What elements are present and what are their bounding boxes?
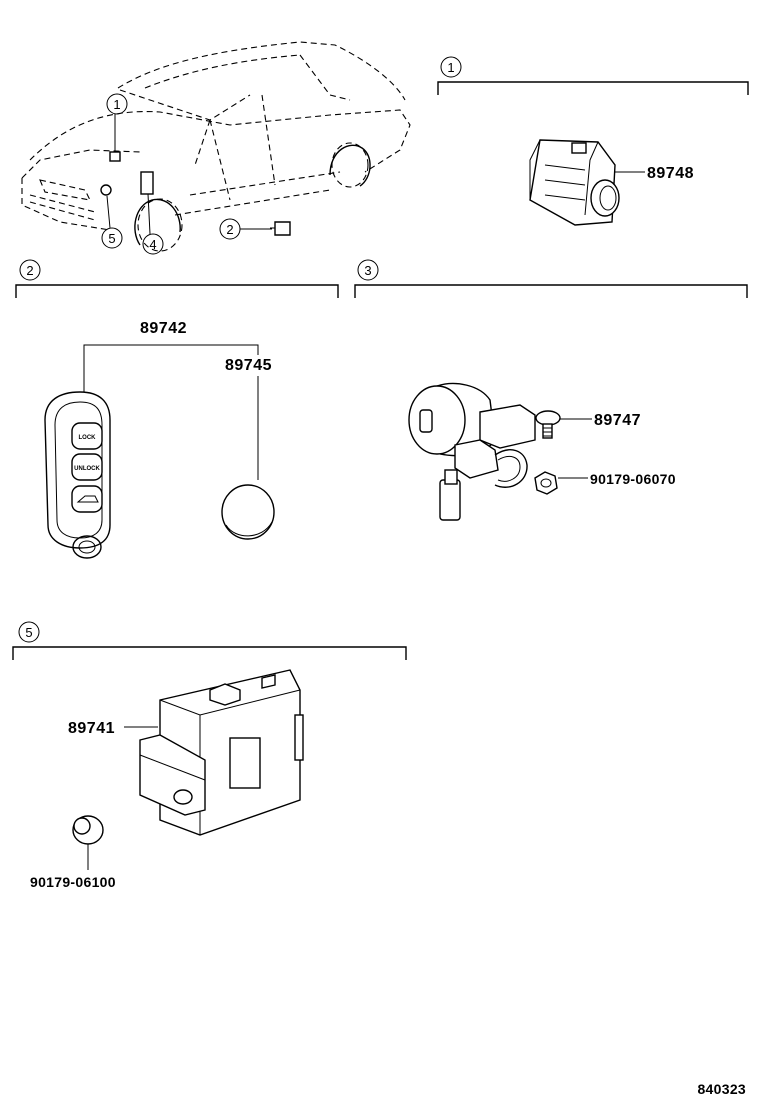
car-part-2-marker bbox=[274, 221, 291, 236]
actuator-drawing bbox=[408, 382, 536, 521]
car-part-4-marker bbox=[140, 171, 154, 195]
car-overview bbox=[21, 41, 411, 252]
car-part-5-marker bbox=[100, 184, 112, 196]
key-fob-drawing: LOCK UNLOCK bbox=[44, 391, 111, 559]
trunk-icon bbox=[76, 495, 99, 503]
car-part-1-marker bbox=[109, 151, 121, 162]
car-callout-5: 5 bbox=[101, 195, 123, 249]
svg-text:5: 5 bbox=[25, 625, 32, 640]
svg-text:1: 1 bbox=[113, 97, 120, 112]
ecu-89741-drawing bbox=[139, 669, 304, 836]
lock-button-label: LOCK bbox=[79, 435, 97, 441]
svg-text:5: 5 bbox=[108, 231, 115, 246]
svg-text:3: 3 bbox=[364, 263, 371, 278]
part-number-90179-06100: 90179-06100 bbox=[30, 874, 116, 890]
part-number-89742: 89742 bbox=[140, 320, 187, 337]
car-callout-2: 2 bbox=[219, 218, 272, 240]
part-number-89748: 89748 bbox=[647, 165, 694, 182]
car-callout-1: 1 bbox=[106, 93, 128, 152]
svg-text:2: 2 bbox=[226, 222, 233, 237]
part-number-89745: 89745 bbox=[225, 357, 272, 374]
part-number-89747: 89747 bbox=[594, 412, 641, 429]
section-1: 1 89748 bbox=[437, 56, 749, 226]
battery-89745-drawing bbox=[221, 484, 275, 540]
section-3: 3 89747 90179-06070 bbox=[354, 259, 748, 521]
svg-text:1: 1 bbox=[447, 60, 454, 75]
part-number-89741: 89741 bbox=[68, 720, 115, 737]
diagram-id: 840323 bbox=[697, 1081, 746, 1097]
switch-89748-drawing bbox=[529, 139, 620, 226]
svg-text:2: 2 bbox=[26, 263, 33, 278]
section-2: 2 89742 89745 LOCK UNLOCK bbox=[15, 259, 339, 559]
svg-text:4: 4 bbox=[149, 237, 156, 252]
unlock-button-label: UNLOCK bbox=[74, 466, 100, 472]
bolt-89747-drawing bbox=[535, 410, 561, 439]
section-5: 5 89741 90179-06100 bbox=[12, 621, 407, 890]
nut-9017906100-drawing bbox=[72, 815, 104, 870]
part-number-90179-06070: 90179-06070 bbox=[590, 471, 676, 487]
car-callout-4: 4 bbox=[142, 193, 164, 255]
nut-9017906070-drawing bbox=[534, 471, 558, 495]
